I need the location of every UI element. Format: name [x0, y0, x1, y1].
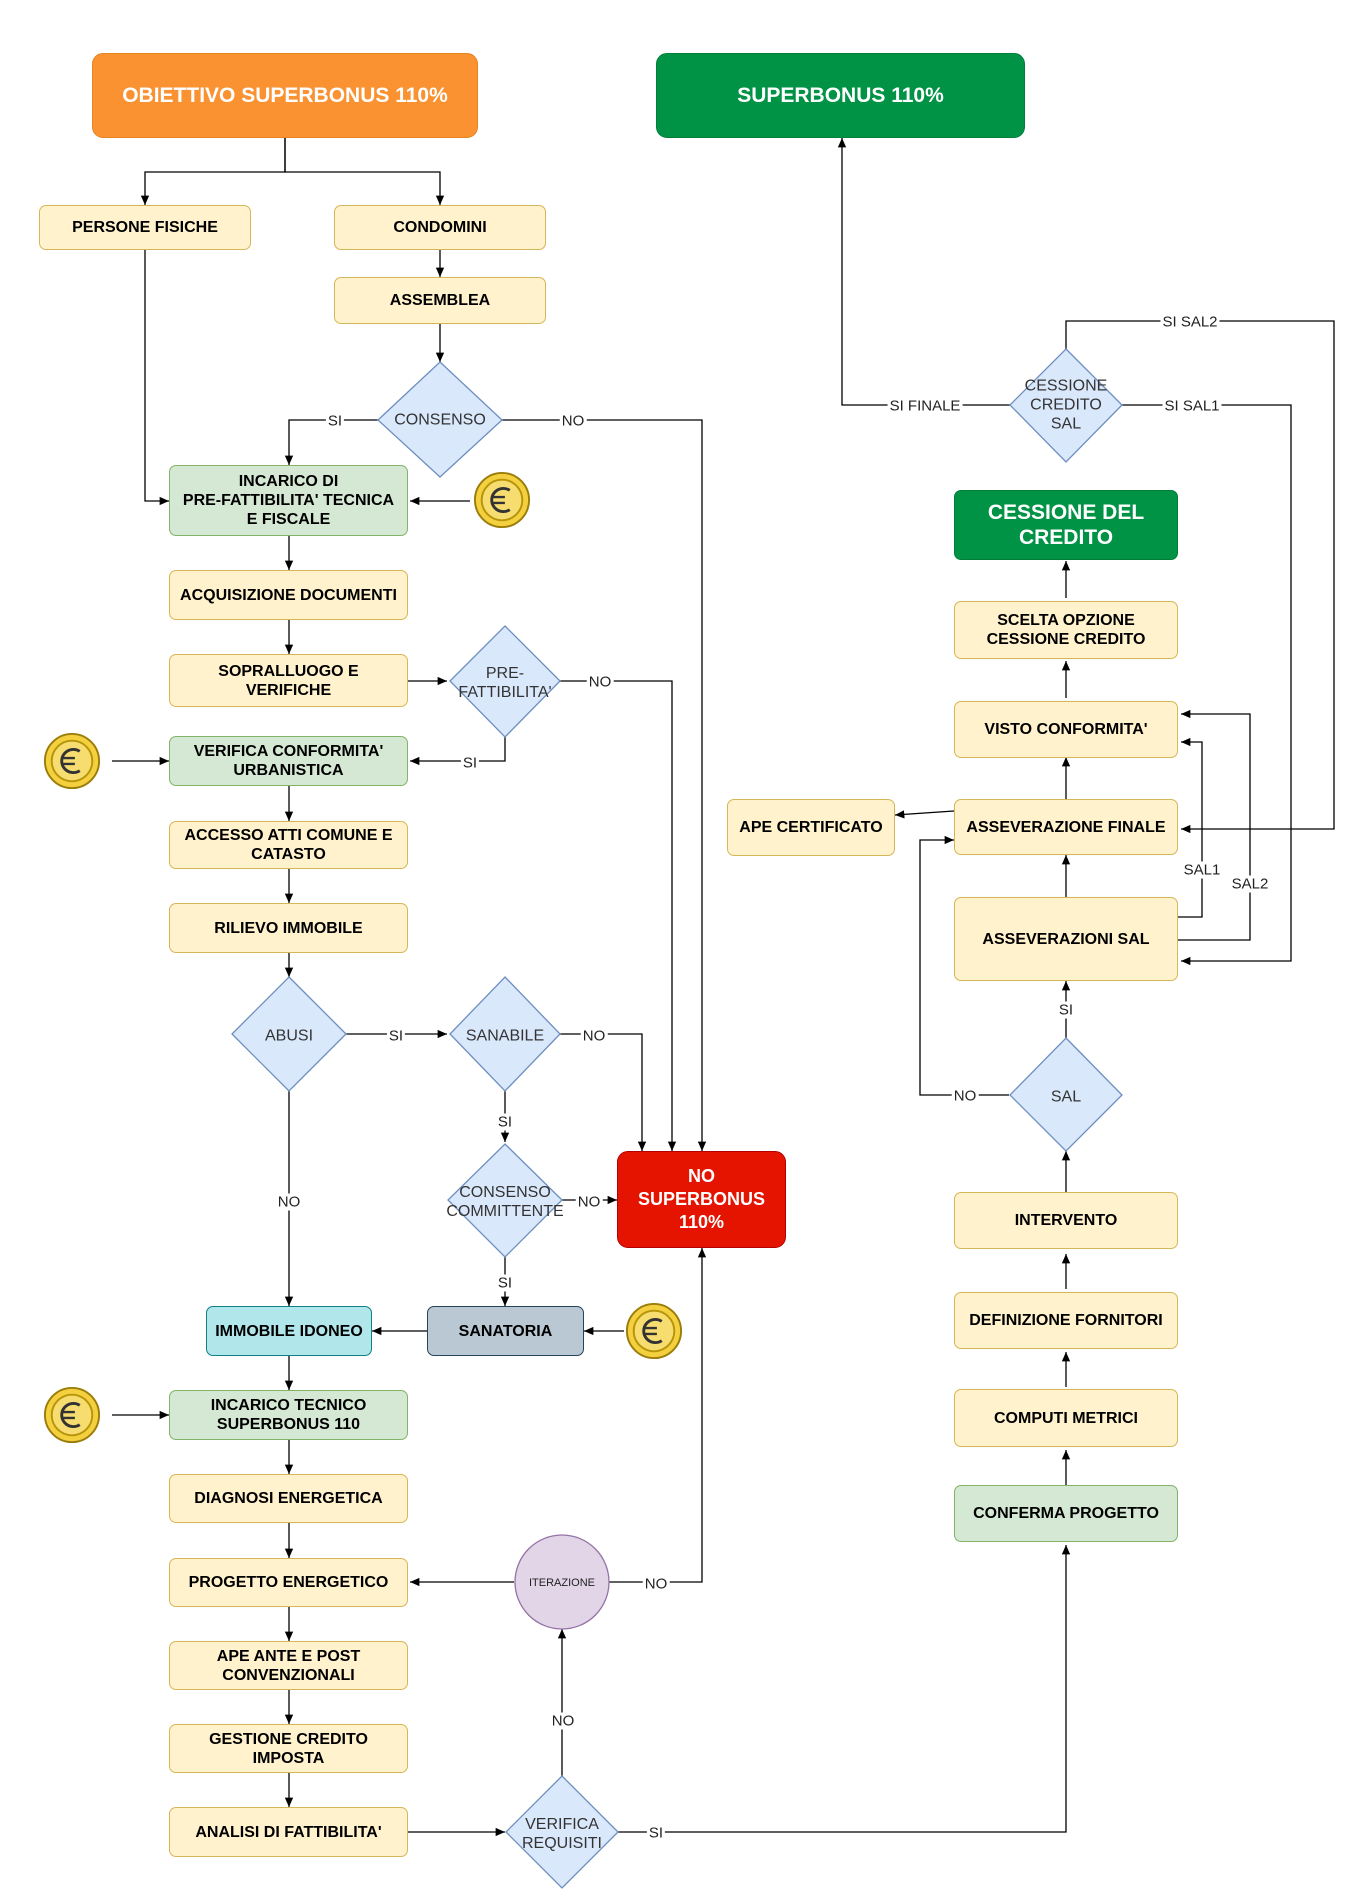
edge-label-sal-no: NO [951, 1087, 979, 1105]
asseverazioni-sal-box: ASSEVERAZIONI SAL [954, 897, 1178, 981]
edge-label-consenso-committente-si: SI [495, 1274, 515, 1292]
cessione-credito-sal-label: CESSIONE CREDITO SAL [1024, 377, 1108, 433]
abusi-diamond [231, 976, 347, 1092]
superbonus-header: SUPERBONUS 110% [656, 53, 1025, 138]
edge-label-abusi-no: NO [275, 1193, 303, 1211]
euro-coin-icon [43, 1386, 101, 1444]
sanabile-label: SANABILE [465, 1027, 545, 1045]
conferma-progetto-box: CONFERMA PROGETTO [954, 1485, 1178, 1542]
incarico-tecnico-box: INCARICO TECNICO SUPERBONUS 110 [169, 1390, 408, 1440]
assemblea-box: ASSEMBLEA [334, 277, 546, 324]
verifica-requisiti-diamond [505, 1775, 619, 1889]
obiettivo-superbonus-header: OBIETTIVO SUPERBONUS 110% [92, 53, 478, 138]
edge-label-iterazione-no: NO [642, 1575, 670, 1593]
edge-label-sanabile-si: SI [495, 1113, 515, 1131]
prefattibilita-label: PRE- FATTIBILITA' [458, 665, 552, 701]
verifica-conformita-urbanistica-box: VERIFICA CONFORMITA' URBANISTICA [169, 736, 408, 786]
progetto-energetico-box: PROGETTO ENERGETICO [169, 1558, 408, 1607]
rilievo-immobile-box: RILIEVO IMMOBILE [169, 903, 408, 953]
sal-label: SAL [1050, 1088, 1082, 1106]
verifica-requisiti-label: VERIFICA REQUISITI [521, 1816, 603, 1852]
definizione-fornitori-box: DEFINIZIONE FORNITORI [954, 1292, 1178, 1349]
immobile-idoneo-box: IMMOBILE IDONEO [206, 1306, 372, 1356]
visto-conformita-box: VISTO CONFORMITA' [954, 701, 1178, 758]
sal-diamond [1009, 1037, 1123, 1152]
gestione-credito-box: GESTIONE CREDITO IMPOSTA [169, 1724, 408, 1773]
cessione-credito-box: CESSIONE DEL CREDITO [954, 490, 1178, 560]
edge-label-si-finale: SI FINALE [887, 397, 963, 415]
asseverazione-finale-box: ASSEVERAZIONE FINALE [954, 799, 1178, 855]
iterazione-label: ITERAZIONE [528, 1577, 596, 1589]
persone-fisiche-box: PERSONE FISICHE [39, 205, 251, 250]
sanabile-diamond [449, 976, 561, 1092]
edge-label-consenso-no: NO [559, 412, 587, 430]
iterazione-circle [514, 1534, 610, 1630]
edge-label-prefattibilita-si: SI [460, 754, 480, 772]
euro-coin-icon [625, 1302, 683, 1360]
analisi-fattibilita-box: ANALISI DI FATTIBILITA' [169, 1807, 408, 1857]
euro-coin-icon [43, 732, 101, 790]
consenso-diamond [377, 361, 503, 478]
computi-metrici-box: COMPUTI METRICI [954, 1389, 1178, 1447]
sanatoria-box: SANATORIA [427, 1306, 584, 1356]
edge-label-consenso-si: SI [325, 412, 345, 430]
accesso-atti-box: ACCESSO ATTI COMUNE E CATASTO [169, 821, 408, 869]
scelta-opzione-box: SCELTA OPZIONE CESSIONE CREDITO [954, 601, 1178, 659]
abusi-label: ABUSI [264, 1027, 314, 1045]
edge-label-sal1: SAL1 [1181, 861, 1223, 879]
edge-label-abusi-si: SI [386, 1027, 406, 1045]
edge-label-sal-si: SI [1056, 1001, 1076, 1019]
consenso-committente-diamond [447, 1143, 563, 1258]
incarico-prefattibilita-box: INCARICO DI PRE-FATTIBILITA' TECNICA E F… [169, 465, 408, 536]
edge-label-si-sal2: SI SAL2 [1160, 313, 1220, 331]
edge-label-sanabile-no: NO [580, 1027, 608, 1045]
edge-label-si-sal1: SI SAL1 [1162, 397, 1222, 415]
edge-label-sal2: SAL2 [1229, 875, 1271, 893]
sopralluogo-box: SOPRALLUOGO E VERIFICHE [169, 654, 408, 707]
prefattibilita-diamond [449, 625, 561, 738]
intervento-box: INTERVENTO [954, 1192, 1178, 1249]
condomini-box: CONDOMINI [334, 205, 546, 250]
ape-ante-post-box: APE ANTE E POST CONVENZIONALI [169, 1641, 408, 1690]
ape-certificato-box: APE CERTIFICATO [727, 799, 895, 856]
consenso-label: CONSENSO [394, 411, 486, 429]
edge-label-prefattibilita-no: NO [586, 673, 614, 691]
cessione-credito-sal-diamond [1009, 348, 1123, 463]
consenso-committente-label: CONSENSO COMMITTENTE [446, 1184, 564, 1220]
acquisizione-documenti-box: ACQUISIZIONE DOCUMENTI [169, 570, 408, 620]
no-superbonus-box: NO SUPERBONUS 110% [617, 1151, 786, 1248]
edge-label-verifica-no: NO [549, 1712, 577, 1730]
euro-coin-icon [473, 471, 531, 529]
edge-label-consenso-committente-no: NO [575, 1193, 603, 1211]
edge-label-verifica-si: SI [646, 1824, 666, 1842]
diagnosi-energetica-box: DIAGNOSI ENERGETICA [169, 1474, 408, 1523]
